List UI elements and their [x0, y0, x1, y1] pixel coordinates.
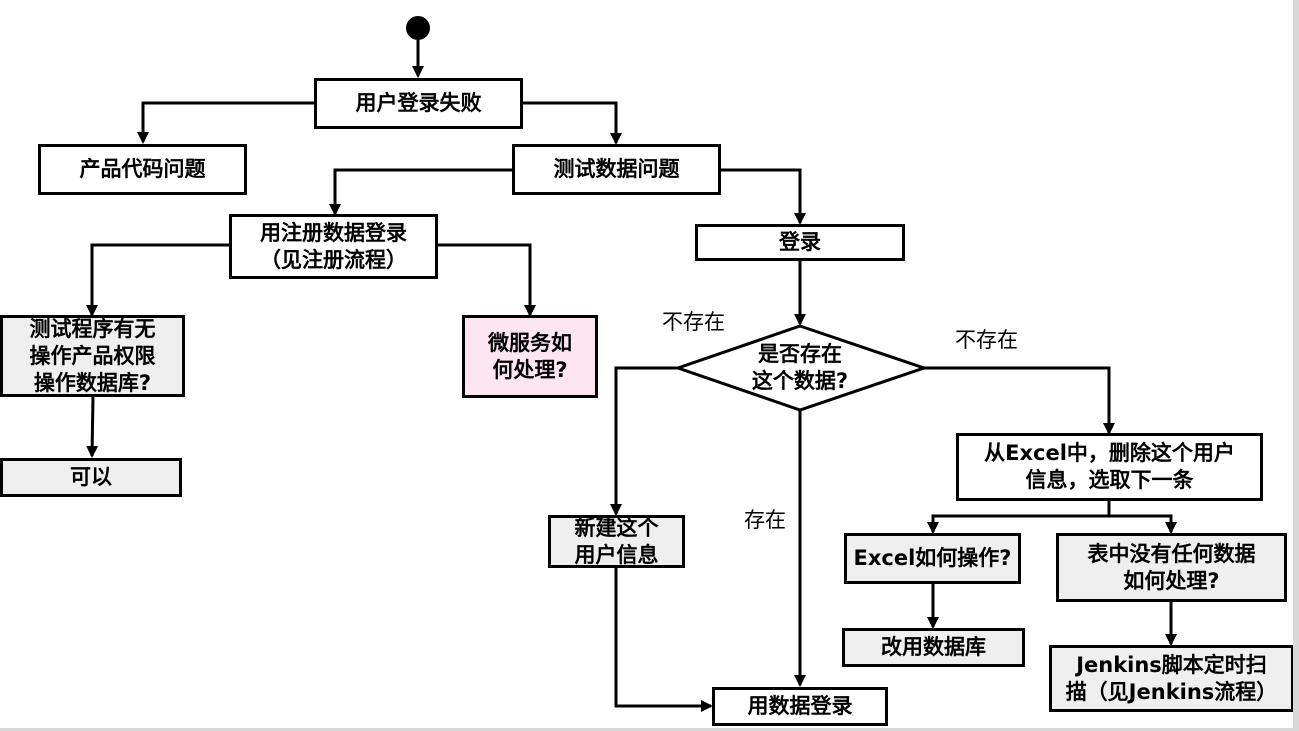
- node-reg-login: 用注册数据登录 （见注册流程）: [229, 214, 438, 279]
- window-right-edge: [1293, 0, 1299, 731]
- node-login: 登录: [695, 224, 905, 261]
- node-no-data: 表中没有任何数据 如何处理?: [1056, 533, 1287, 602]
- node-use-db: 改用数据库: [842, 628, 1025, 667]
- edge-reg-login-to-microservice: [437, 243, 536, 317]
- edge-login-fail-to-product-code: [137, 101, 315, 144]
- edge-excel-delete-to-no-data: [1109, 514, 1177, 534]
- node-jenkins: Jenkins脚本定时扫 描（见Jenkins流程）: [1049, 645, 1294, 712]
- node-use-data-login: 用数据登录: [712, 687, 888, 726]
- edge-new-user-to-use-data-login: [614, 567, 713, 712]
- node-login-fail: 用户登录失败: [314, 78, 523, 129]
- edge-exists-to-new-user: [610, 366, 678, 516]
- decision-diamond: [673, 324, 929, 412]
- node-new-user: 新建这个 用户信息: [548, 515, 685, 568]
- node-product-code: 产品代码问题: [38, 144, 247, 195]
- start-node: [406, 16, 430, 40]
- node-excel-how: Excel如何操作?: [844, 533, 1021, 584]
- edge-perm-check-to-can: [86, 395, 99, 458]
- edge-excel-delete-split: [927, 500, 1111, 534]
- label-not-exist-right: 不存在: [955, 328, 1018, 352]
- edge-test-data-to-reg-login: [329, 168, 513, 216]
- node-exists-question: 是否存在 这个数据?: [751, 342, 849, 393]
- node-test-data: 测试数据问题: [512, 144, 721, 195]
- node-excel-delete: 从Excel中，删除这个用户 信息，选取下一条: [956, 433, 1263, 501]
- node-perm-check: 测试程序有无 操作产品权限 操作数据库?: [0, 315, 185, 397]
- edge-exists-to-excel-delete: [924, 366, 1115, 435]
- edge-login-fail-to-test-data: [522, 101, 622, 145]
- node-microservice: 微服务如 何处理?: [462, 315, 598, 398]
- label-not-exist-left: 不存在: [662, 310, 725, 334]
- node-can: 可以: [0, 458, 182, 497]
- window-bottom-edge: [0, 728, 1299, 731]
- label-exist: 存在: [744, 508, 786, 532]
- edge-test-data-to-login: [720, 168, 806, 225]
- edge-reg-login-to-perm-check: [86, 243, 230, 317]
